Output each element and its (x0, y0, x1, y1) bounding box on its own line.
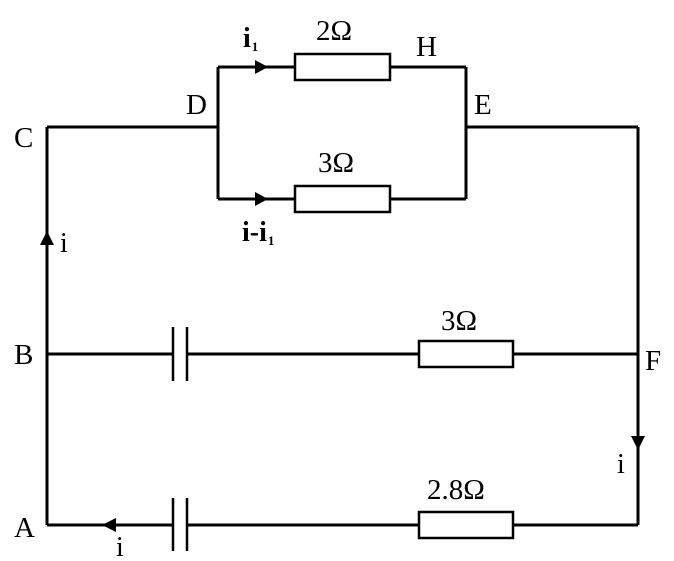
resistor-2-8ohm (417, 510, 515, 540)
arrow-i-minus-i1-icon (255, 192, 268, 206)
resistor-3ohm-middle (417, 339, 515, 369)
arrow-i1-icon (255, 60, 268, 74)
node-label-d: D (186, 89, 207, 121)
current-label-left: i (60, 228, 68, 259)
current-label-i1: i1 (243, 23, 258, 54)
current-label-right: i (617, 449, 625, 480)
resistor-label-2-8ohm: 2.8Ω (427, 474, 485, 506)
arrow-bottom-left-icon (102, 518, 116, 532)
node-label-a: A (14, 512, 35, 544)
resistor-label-3ohm-upper: 3Ω (318, 147, 354, 179)
node-label-b: B (14, 339, 33, 371)
node-label-h: H (416, 31, 437, 63)
resistor-label-2ohm: 2Ω (316, 15, 352, 47)
arrow-right-down-icon (631, 436, 645, 450)
node-label-e: E (474, 89, 492, 121)
node-label-f: F (645, 345, 661, 377)
current-label-bottom: i (116, 532, 124, 561)
arrow-left-up-icon (40, 231, 54, 245)
resistor-3ohm-upper (293, 184, 392, 214)
resistor-2ohm (293, 52, 392, 82)
node-label-c: C (14, 122, 33, 154)
resistor-label-3ohm-middle: 3Ω (441, 305, 477, 337)
current-label-i-minus-i1: i-i1 (242, 217, 274, 248)
